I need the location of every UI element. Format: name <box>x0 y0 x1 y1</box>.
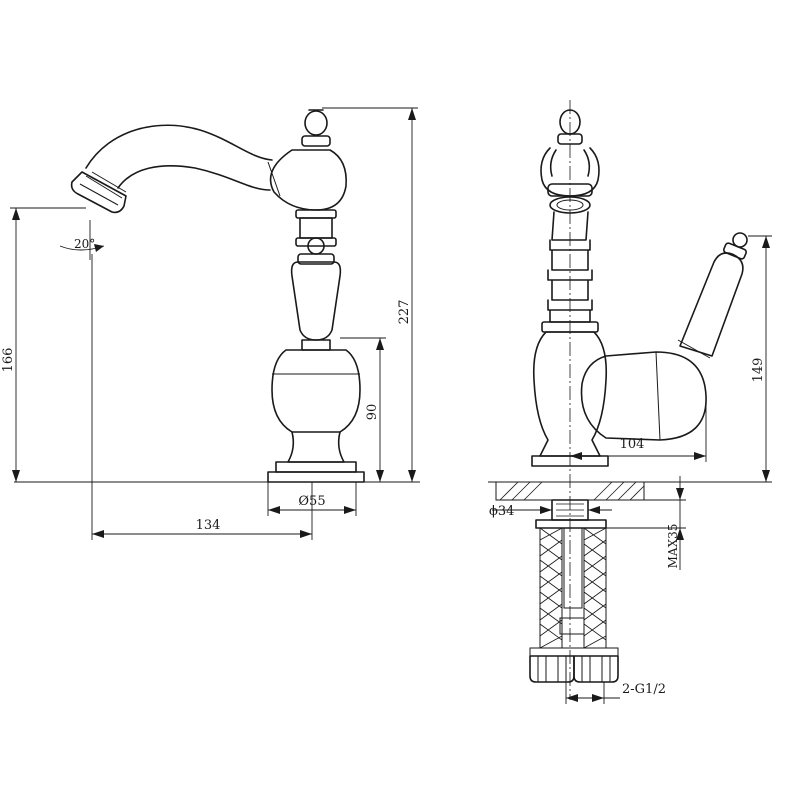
dim-34-arrow <box>540 506 552 514</box>
dim-166-arrow-top <box>12 208 20 220</box>
hose-right-braid <box>583 527 607 649</box>
side-finial-collar <box>557 133 583 145</box>
side-handle-joint <box>677 339 711 359</box>
dim-g12-arrow-left <box>566 694 578 702</box>
dim-max35-arrow-top <box>676 488 684 500</box>
shank-thread <box>556 503 584 517</box>
finial-collar <box>301 135 331 147</box>
dim-104-arrow-right <box>694 452 706 460</box>
handle-cap <box>297 253 335 265</box>
side-handle-knob <box>732 232 748 248</box>
spout-outer-line <box>85 124 273 169</box>
hose-nut-right <box>573 655 619 683</box>
lower-stem <box>287 431 345 463</box>
dim-104-label: 104 <box>620 437 645 452</box>
angle-arrow <box>94 244 104 252</box>
side-aerator <box>549 196 591 214</box>
dim-104-arrow-left <box>570 452 582 460</box>
dim-g12-label: 2-G1/2 <box>622 682 666 697</box>
rod-nut <box>559 617 585 635</box>
hose-left-braid <box>539 527 563 649</box>
fixing-washer <box>535 519 607 529</box>
top-finial <box>304 110 328 136</box>
spout-inner-line <box>117 165 271 191</box>
dim-149-arrow-bottom <box>762 470 770 482</box>
handle-lever <box>290 261 342 341</box>
hose-ferrule <box>529 647 619 657</box>
aerator-ring-2 <box>79 183 119 206</box>
angle-label: 20° <box>74 237 95 251</box>
dim-55-label: Ø55 <box>298 494 325 509</box>
dim-227-arrow-top <box>408 108 416 120</box>
dim-g12-arrow-right <box>592 694 604 702</box>
body-bulb <box>271 349 361 433</box>
dim-90-arrow-top <box>376 338 384 350</box>
dim-90-arrow-bottom <box>376 470 384 482</box>
neck-tube <box>299 217 333 239</box>
neck-ring-1 <box>295 209 337 219</box>
aerator-ring-3 <box>91 171 127 193</box>
side-handle-housing <box>580 351 707 441</box>
deck-hatch <box>499 481 645 501</box>
dim-max35-label: MAX35 <box>666 524 680 569</box>
side-housing-seam <box>655 351 661 441</box>
hose-nut-left <box>529 655 575 683</box>
dim-149-label: 149 <box>751 358 766 383</box>
side-handle-lever <box>679 252 744 357</box>
dim-134-label: 134 <box>196 518 221 533</box>
side-spout-inner <box>549 149 591 177</box>
dim-55-arrow-left <box>268 506 280 514</box>
dim-134-arrow-right <box>300 530 312 538</box>
dim-166-label: 166 <box>1 348 16 373</box>
side-neck <box>547 211 593 323</box>
hose-nut-knurl <box>537 656 611 682</box>
dim-90-label: 90 <box>365 404 380 421</box>
side-view: 149 104 ϕ34 MAX35 2-G1/2 <box>488 100 772 704</box>
dim-227-label: 227 <box>397 300 412 325</box>
handle-base <box>301 339 331 351</box>
side-aerator-mesh <box>556 199 584 211</box>
base-plate <box>267 471 365 483</box>
aerator-ring-1 <box>85 175 123 199</box>
dim-max35-arrow-bottom <box>676 528 684 540</box>
dim-34-arrow-right <box>588 506 600 514</box>
side-aerator-ring <box>547 183 593 197</box>
dim-227-arrow-bottom <box>408 470 416 482</box>
base-ring <box>275 461 357 473</box>
neck-ring-2 <box>295 237 337 247</box>
dim-134-arrow-left <box>92 530 104 538</box>
threaded-rod <box>563 527 583 609</box>
swivel-ball <box>269 149 347 211</box>
dim-166-arrow-bottom <box>12 470 20 482</box>
dim-34-label: ϕ34 <box>489 504 514 519</box>
ball-ring <box>267 161 281 197</box>
front-view: 166 20° 134 Ø55 90 227 <box>1 107 420 540</box>
dim-149-arrow-top <box>762 236 770 248</box>
dim-55-arrow-right <box>344 506 356 514</box>
aerator <box>70 171 127 214</box>
